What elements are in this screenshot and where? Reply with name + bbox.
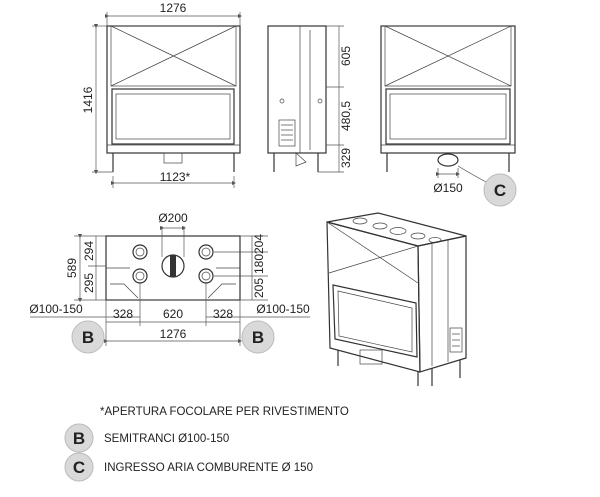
legend-item-c-text: INGRESSO ARIA COMBURENTE Ø 150: [104, 462, 313, 474]
front-inlet: [163, 152, 183, 164]
badge-c-rear-label: C: [494, 181, 506, 200]
top-center-hole-label: Ø200: [158, 211, 188, 225]
top-hole-spacing-label: 180: [252, 254, 266, 274]
top-left-hole-label: Ø100-150: [29, 302, 83, 316]
front-door: [111, 88, 235, 145]
front-glass: [115, 93, 231, 140]
iso-front-face: [326, 221, 421, 373]
top-damper: [170, 255, 176, 277]
legend-badge-c-label: C: [73, 458, 85, 477]
badge-c-rear: [483, 173, 517, 207]
top-view: Ø200 589 294 295 204 180 205 Ø100-150 Ø1…: [29, 211, 310, 354]
rear-view: Ø150 C: [380, 25, 517, 207]
rear-inlet-label: Ø150: [433, 181, 463, 195]
top-depth-total-label: 589: [65, 258, 79, 278]
iso-inlet: [359, 349, 383, 365]
top-width-label: 1276: [160, 327, 187, 341]
iso-door: [332, 284, 418, 358]
iso-top-face: [326, 212, 467, 247]
side-screw: [279, 98, 285, 104]
side-body: [267, 25, 327, 154]
top-right-offset-label: 328: [213, 307, 233, 321]
legend-badge-b: [64, 423, 94, 453]
top-right-hole-label: Ø100-150: [256, 302, 310, 316]
iso-side-vent: [449, 327, 463, 353]
front-view: 1276 1416 1123*: [81, 1, 243, 188]
legend-note: *APERTURA FOCOLARE PER RIVESTIMENTO: [100, 406, 349, 418]
top-hole-offset-top-label: 204: [252, 234, 266, 254]
badge-b-right-label: B: [252, 328, 264, 347]
top-depth-back-label: 295: [82, 273, 96, 293]
legend-badge-b-label: B: [73, 429, 85, 448]
front-upper-panel: [110, 25, 237, 87]
isometric-view: [326, 212, 467, 386]
top-middle-offset-label: 620: [163, 307, 183, 321]
side-view: 605 480,5 329: [267, 25, 353, 173]
top-left-offset-label: 328: [113, 307, 133, 321]
side-door-label: 480,5: [339, 101, 353, 131]
top-hole-br: [198, 268, 214, 284]
top-hole-offset-bottom-label: 205: [252, 278, 266, 298]
side-upper-label: 605: [339, 46, 353, 66]
badge-b-left-label: B: [82, 328, 94, 347]
top-hole-tl: [132, 244, 148, 260]
badge-b-right: [241, 320, 275, 354]
badge-b-left: [71, 320, 105, 354]
top-hole-tr: [198, 244, 214, 260]
front-width-label: 1276: [160, 1, 187, 15]
side-base-label: 329: [339, 148, 353, 168]
front-height-label: 1416: [81, 86, 95, 113]
iso-side-face: [417, 235, 467, 373]
front-opening-label: 1123*: [160, 170, 191, 184]
rear-inlet-icon: [437, 153, 459, 167]
top-depth-front-label: 294: [82, 241, 96, 261]
legend-item-b-text: SEMITRANCI Ø100-150: [104, 433, 229, 445]
legend-badge-c: [64, 452, 94, 482]
side-vent: [278, 119, 296, 147]
top-hole-bl: [132, 268, 148, 284]
legend: *APERTURA FOCOLARE PER RIVESTIMENTO B SE…: [64, 406, 349, 482]
